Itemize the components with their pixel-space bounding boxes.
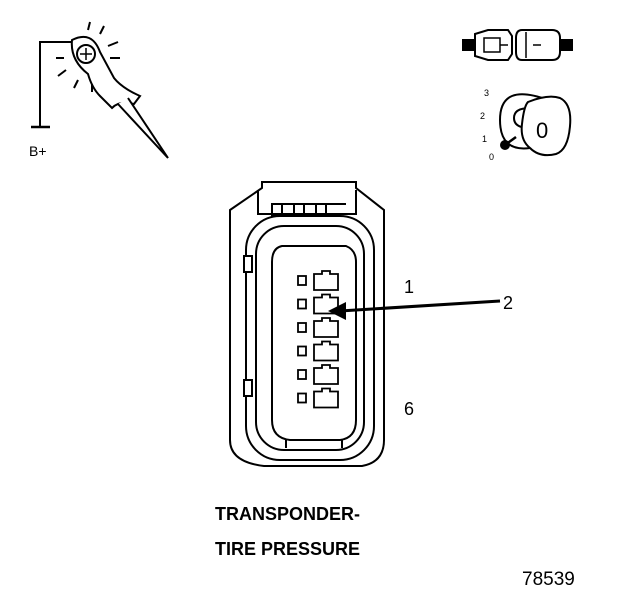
connector-pin-5 (297, 364, 339, 385)
pin-6-label: 6 (404, 399, 414, 419)
callout-2-label: 2 (503, 293, 513, 313)
connector-housing (229, 181, 385, 467)
connector-pin-3 (297, 317, 339, 338)
ignition-position-3: 3 (484, 88, 489, 98)
b-plus-label: B+ (29, 143, 47, 159)
ignition-switch-icon (498, 93, 572, 157)
connector-disconnected-icon (462, 29, 573, 61)
connector-pins (297, 270, 339, 409)
figure-number: 78539 (522, 569, 575, 590)
caption-line-1: TRANSPONDER- (215, 504, 360, 524)
connector-pin-6 (297, 387, 339, 409)
ignition-position-2: 2 (480, 111, 485, 121)
connector-pin-4 (297, 340, 339, 362)
ignition-key-label: 0 (536, 118, 548, 143)
ignition-position-1: 1 (482, 134, 487, 144)
ignition-position-0: 0 (489, 152, 494, 162)
connector-pin-1 (297, 270, 339, 291)
callout-arrow (328, 299, 501, 320)
test-probe-icon (31, 21, 169, 159)
caption-line-2: TIRE PRESSURE (215, 539, 360, 559)
pin-1-label: 1 (404, 277, 414, 297)
connector-pin-2 (297, 293, 339, 315)
